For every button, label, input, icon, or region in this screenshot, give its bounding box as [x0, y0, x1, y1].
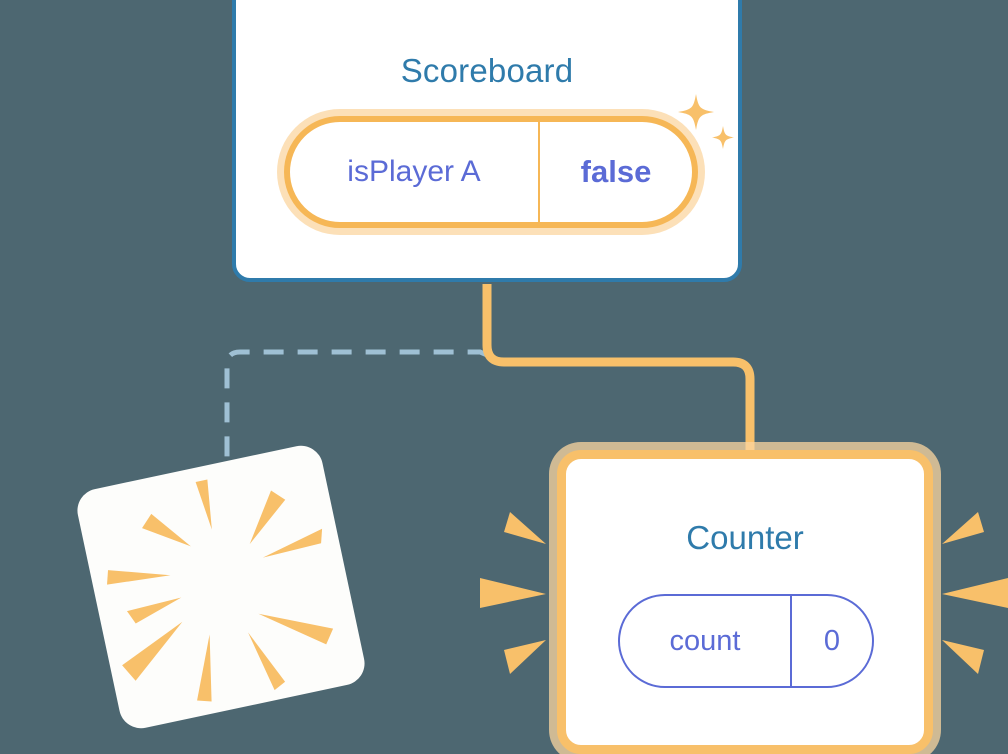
state-pill-key: count — [620, 596, 792, 686]
burst-rays-icon — [107, 479, 334, 702]
scoreboard-card[interactable]: Scoreboard isPlayer A false — [232, 0, 742, 282]
connector-solid-path — [482, 284, 755, 462]
counter-card[interactable]: Counter count 0 — [557, 450, 933, 754]
scoreboard-card-title: Scoreboard — [400, 52, 574, 89]
state-pill-isplayer-a[interactable]: isPlayer A false — [284, 116, 698, 228]
state-pill-count[interactable]: count 0 — [618, 594, 874, 688]
connector-dashed-path — [224, 349, 488, 476]
removed-component-card[interactable] — [73, 441, 369, 733]
counter-card-title: Counter — [686, 519, 804, 556]
state-pill-key: isPlayer A — [290, 122, 540, 222]
state-pill-value: 0 — [823, 624, 841, 657]
state-pill-value: false — [580, 154, 652, 189]
